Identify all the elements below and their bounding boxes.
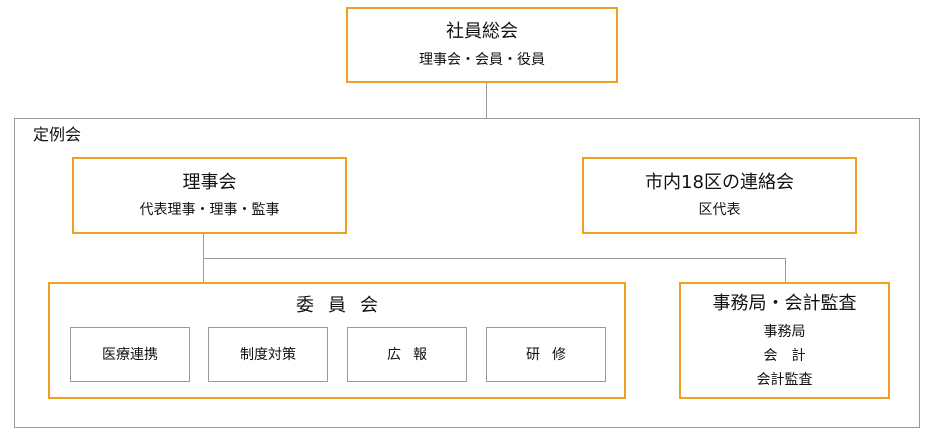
regular-meeting-label: 定例会: [33, 125, 82, 144]
secretariat-line-office: 事務局: [763, 324, 806, 340]
general-meeting-box: 社員総会 理事会・会員・役員: [346, 7, 618, 83]
committee-item-policy: 制度対策: [208, 327, 328, 382]
board-subtitle: 代表理事・理事・監事: [139, 202, 280, 218]
committee-box: 委員会 医療連携 制度対策 広報 研修: [48, 282, 626, 399]
committee-item-pr-label: 広報: [387, 346, 439, 363]
committee-item-training-label: 研修: [526, 346, 578, 363]
liaison-subtitle: 区代表: [698, 202, 741, 218]
liaison-box: 市内18区の連絡会 区代表: [582, 157, 857, 234]
liaison-title: 市内18区の連絡会: [645, 172, 794, 193]
board-box: 理事会 代表理事・理事・監事: [72, 157, 347, 234]
connector-general-to-regular: [486, 82, 487, 119]
committee-item-pr: 広報: [347, 327, 467, 382]
secretariat-line-accounting: 会 計: [763, 348, 806, 364]
secretariat-box: 事務局・会計監査 事務局 会 計 会計監査: [679, 282, 890, 399]
secretariat-title: 事務局・会計監査: [712, 293, 857, 314]
general-meeting-title: 社員総会: [446, 21, 518, 42]
connector-secretariat-down: [785, 258, 786, 283]
regular-meeting-container: 定例会: [14, 118, 920, 428]
connector-horizontal: [203, 258, 786, 259]
committee-title: 委員会: [296, 295, 392, 316]
committee-item-medical: 医療連携: [70, 327, 190, 382]
secretariat-line-audit: 会計監査: [756, 372, 813, 388]
board-title: 理事会: [182, 172, 237, 193]
general-meeting-subtitle: 理事会・会員・役員: [419, 52, 545, 68]
connector-board-down: [203, 233, 204, 282]
committee-item-training: 研修: [486, 327, 606, 382]
